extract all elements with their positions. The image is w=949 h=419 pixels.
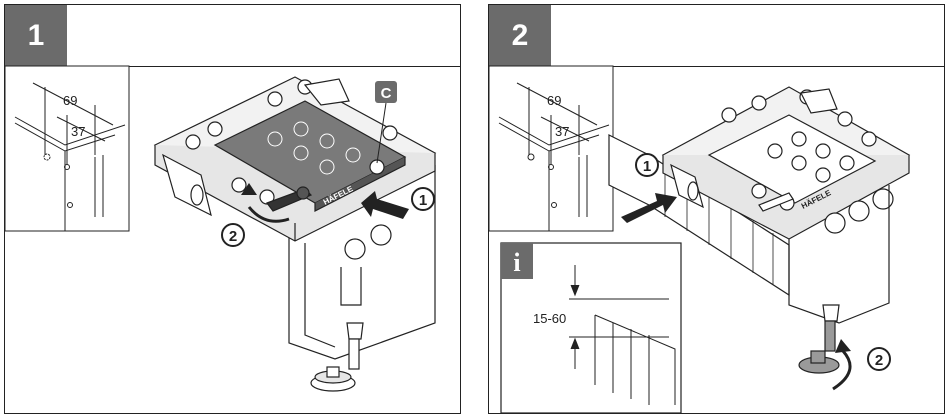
panel-header: 1 — [5, 5, 460, 67]
dim-69-label: 69 — [63, 93, 77, 108]
panel-header: 2 — [489, 5, 944, 67]
drilling-jig — [153, 76, 437, 306]
push-arrow — [361, 191, 409, 219]
dim-69-label: 69 — [547, 93, 561, 108]
step-1-illustration: 69 37 — [5, 65, 437, 392]
template-marker-c: C — [375, 81, 397, 164]
foot-screw — [798, 304, 840, 374]
callout-1: 1 — [635, 153, 659, 177]
callout-2-label: 2 — [229, 228, 237, 245]
range-label: 15-60 — [533, 311, 566, 326]
info-icon: i — [513, 248, 520, 277]
dim-37-label: 37 — [71, 124, 85, 139]
dimension-inset — [5, 65, 130, 232]
svg-text:C: C — [381, 85, 392, 102]
drilling-jig — [661, 86, 911, 324]
cabinet-outline — [288, 165, 436, 360]
foot-screw — [310, 322, 364, 392]
step-panel-1: 1 69 37 — [4, 4, 461, 414]
callout-1-label: 1 — [419, 192, 427, 209]
rotate-arrow — [832, 349, 852, 391]
callout-2-label: 2 — [875, 352, 883, 369]
step-number-badge: 1 — [5, 5, 67, 66]
push-arrow — [621, 193, 677, 223]
callout-1-label: 1 — [643, 158, 651, 175]
dimension-inset — [489, 65, 614, 232]
rotate-arrow — [247, 206, 290, 223]
info-inset: i 15-60 — [500, 242, 682, 414]
callout-2: 2 — [221, 223, 245, 247]
dim-37-label: 37 — [555, 124, 569, 139]
callout-1: 1 — [411, 187, 435, 211]
callout-2: 2 — [867, 347, 891, 371]
step-number-badge: 2 — [489, 5, 551, 66]
step-2-illustration: 69 37 — [489, 65, 911, 414]
step-panel-2: 2 69 37 — [488, 4, 945, 414]
